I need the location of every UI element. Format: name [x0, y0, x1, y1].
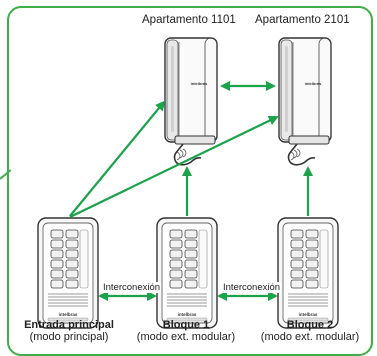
handset-1101	[164, 37, 218, 166]
unit-bloque-2-label: Bloque 2 (modo ext. modular)	[248, 319, 372, 343]
interconexion-label-right: Interconexión	[222, 282, 282, 293]
panel-entrada-principal	[37, 217, 99, 329]
unit-mode: (modo principal)	[29, 331, 109, 343]
interconexion-label-left: Interconexión	[102, 282, 162, 293]
handset-2101	[278, 37, 332, 166]
unit-entrada-principal-label: Entrada principal (modo principal)	[14, 319, 124, 343]
unit-mode: (modo ext. modular)	[136, 331, 236, 343]
unit-bloque-1-label: Bloque 1 (modo ext. modular)	[128, 319, 244, 343]
arrow-entrada-to-1101	[69, 100, 166, 217]
unit-mode: (modo ext. modular)	[260, 331, 360, 343]
panel-bloque-1	[156, 217, 218, 329]
apartment-1101-label: Apartamento 1101	[142, 14, 236, 26]
unit-name: Bloque 2	[286, 319, 334, 331]
panel-bloque-2	[277, 217, 339, 329]
unit-name: Bloque 1	[162, 319, 210, 331]
arrow-entrada-to-2101	[69, 115, 279, 218]
unit-name: Entrada principal	[24, 319, 114, 331]
apartment-2101-label: Apartamento 2101	[255, 14, 350, 26]
